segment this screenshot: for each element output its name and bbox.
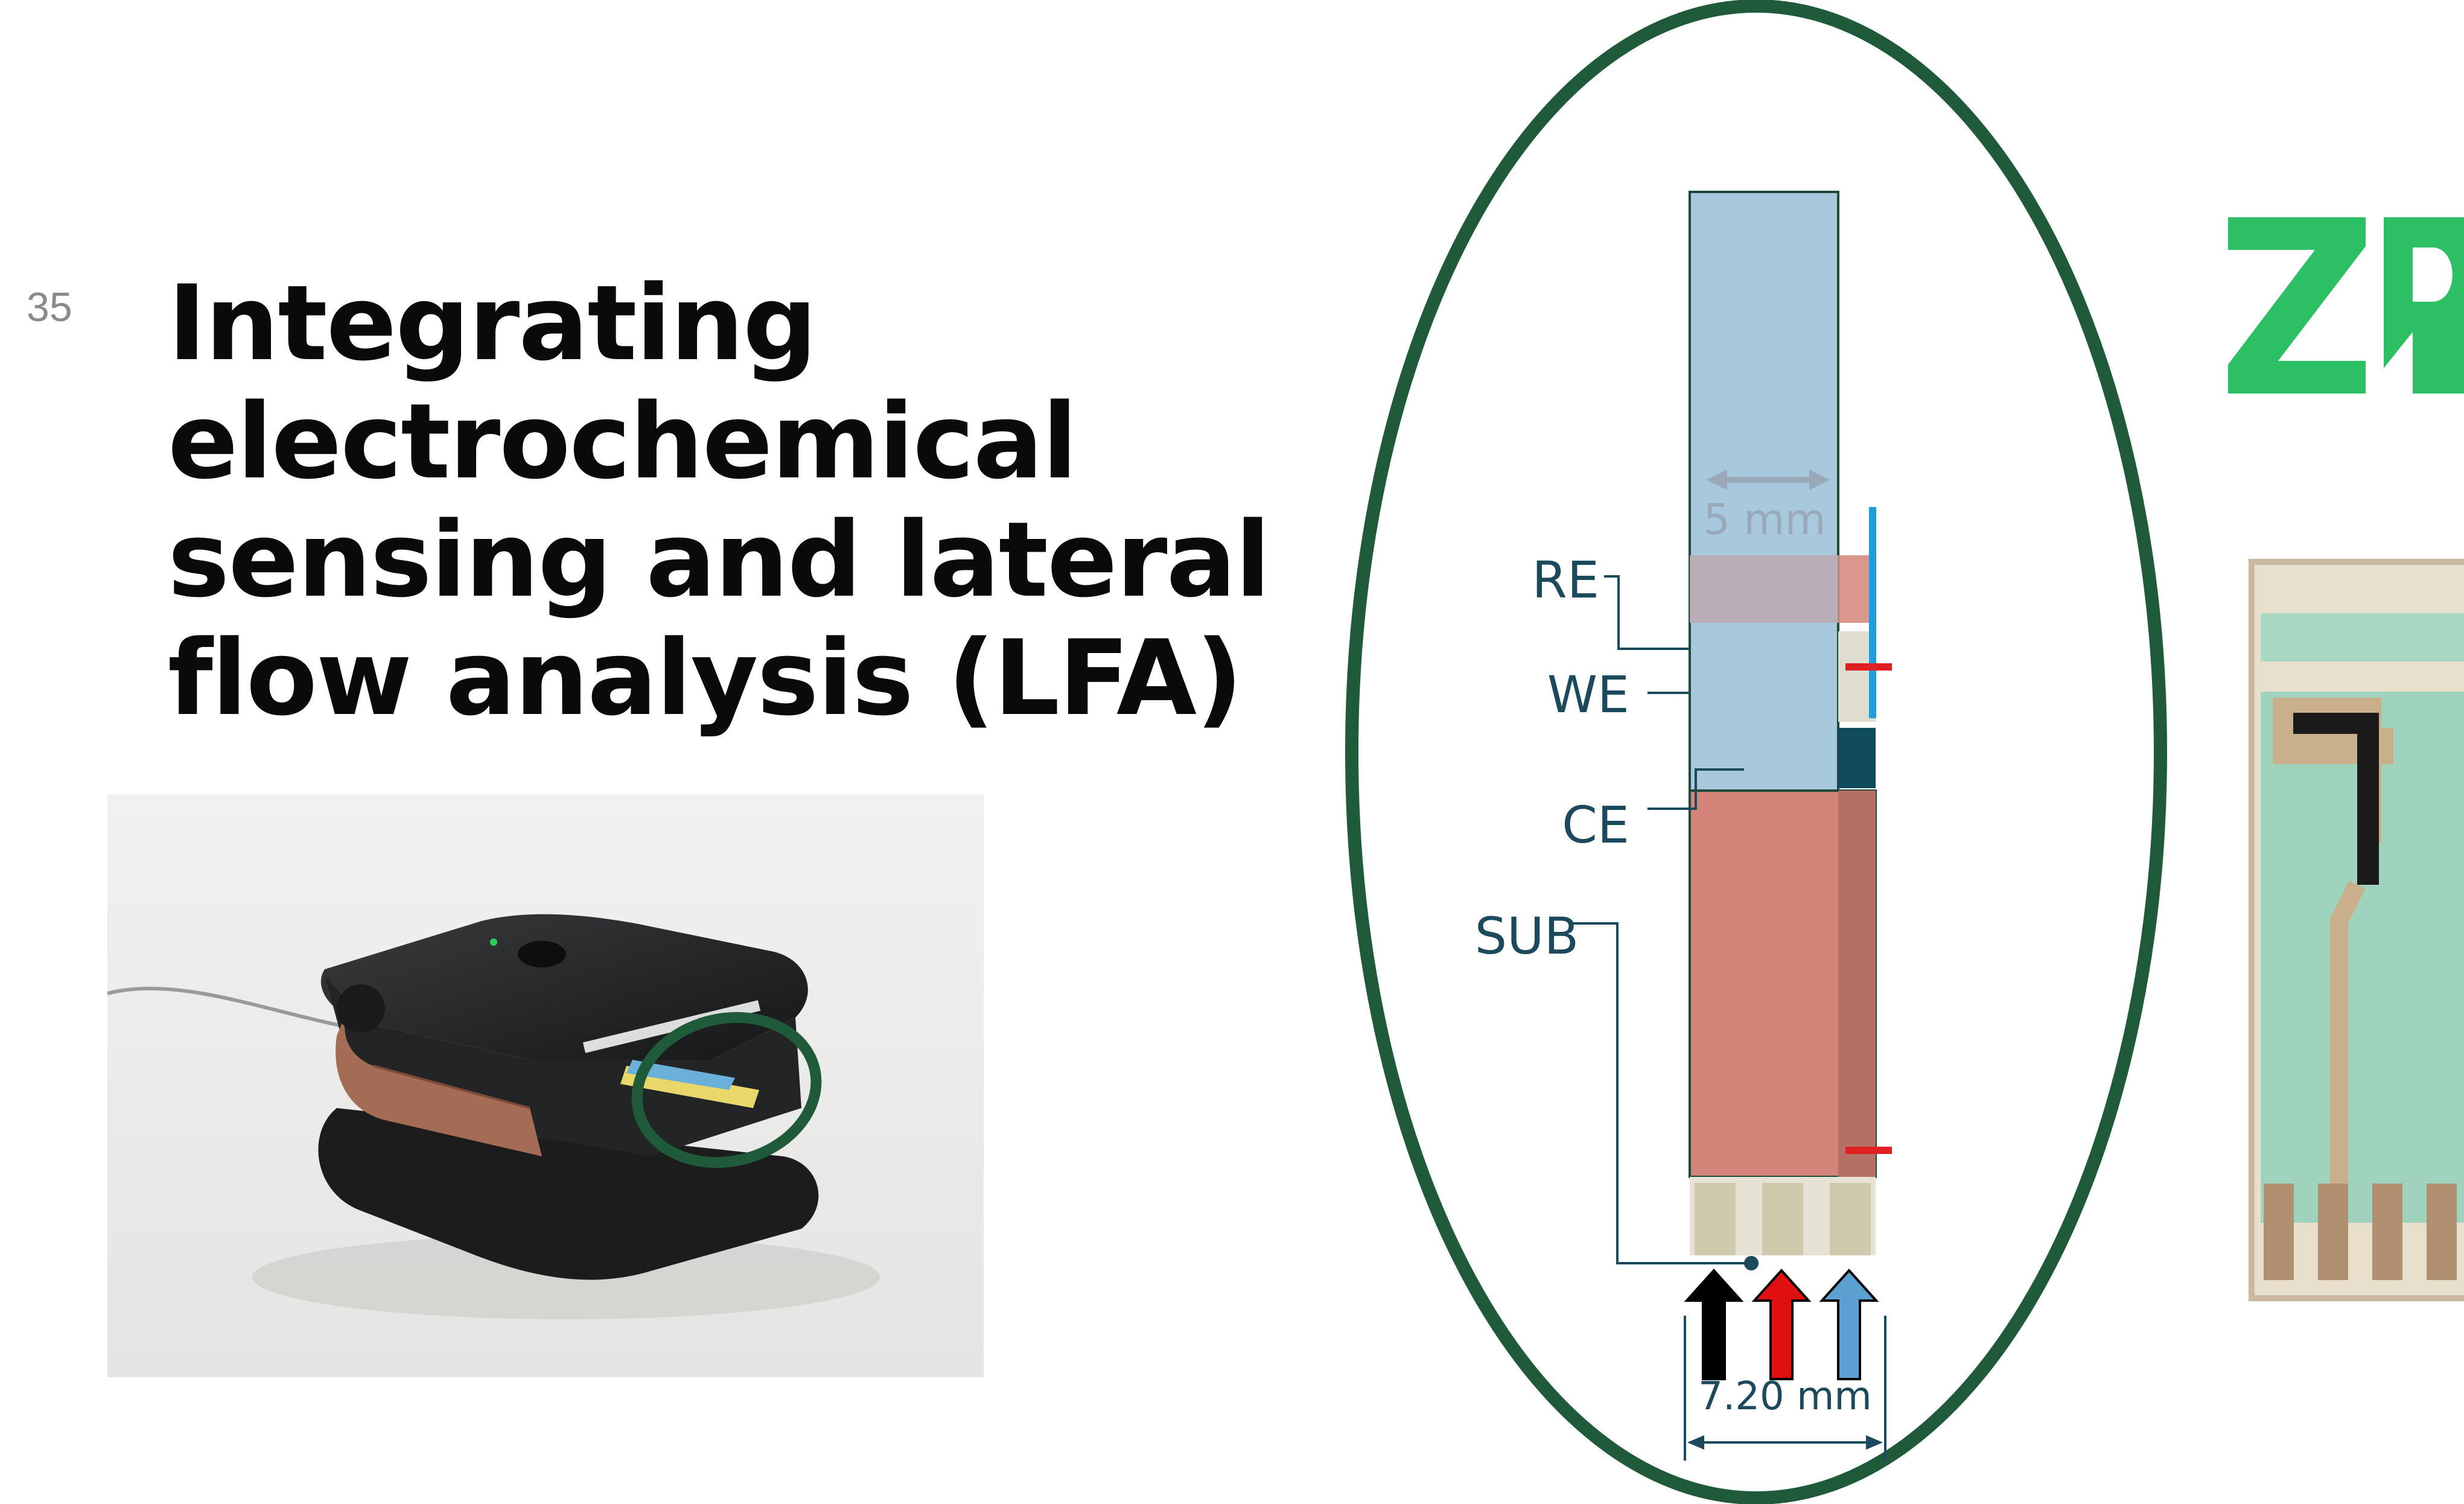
strip-photo xyxy=(2249,559,2464,1301)
electrode-diagram: 5 mm 7.20 mm RE WE xyxy=(1328,0,2185,1504)
label-sub: SUB xyxy=(1475,907,1579,966)
label-re: RE xyxy=(1532,550,1599,610)
slide-title: Integrating electrochemical sensing and … xyxy=(168,263,1271,739)
highlight-ellipse xyxy=(1345,0,2167,1504)
zp-logo xyxy=(2221,211,2464,404)
pad-width-label: 5 mm xyxy=(1703,495,1826,544)
blue-pad xyxy=(1689,191,1839,810)
device-photo xyxy=(107,794,984,1377)
base-width-label: 7.20 mm xyxy=(1698,1374,1872,1419)
slide-number: 35 xyxy=(27,284,72,330)
label-ce: CE xyxy=(1562,795,1629,855)
label-we: WE xyxy=(1547,665,1629,724)
